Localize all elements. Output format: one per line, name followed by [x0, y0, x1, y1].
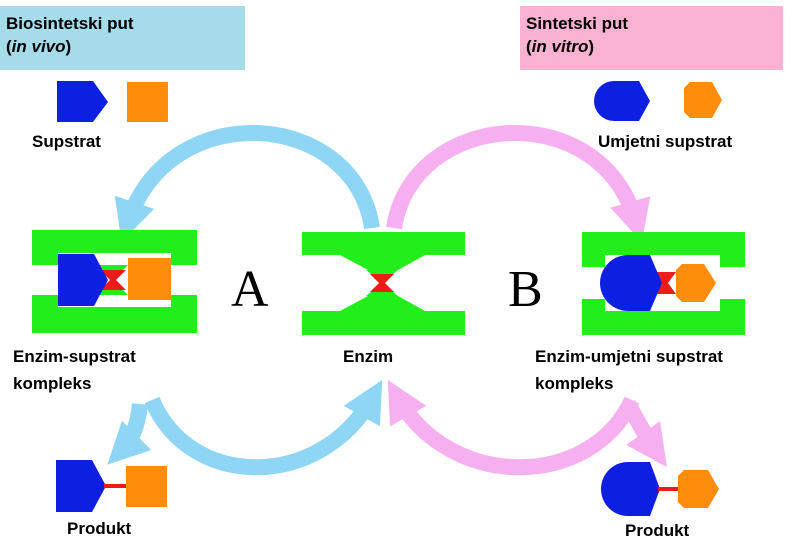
- paren-close-right: ): [588, 37, 595, 56]
- orange-square-substrate: [127, 82, 168, 122]
- paren-open-right: (: [526, 37, 532, 56]
- bond-left: [100, 270, 126, 290]
- arrow-es-complex-to-product-branch: [107, 403, 152, 465]
- orange-hexagon-bound: [676, 264, 716, 302]
- pathway-letter-a: A: [231, 261, 269, 318]
- pathway-letter-b: B: [508, 261, 543, 318]
- enzyme-side-left-a: [32, 253, 58, 265]
- bond-center: [370, 274, 394, 292]
- enzyme-side-left-b: [32, 295, 58, 307]
- substrate-shapes-left: [57, 81, 168, 122]
- arrow-enzyme-to-eas-complex: [386, 124, 651, 243]
- biosynthetic-pathway-mode: (in vivo): [6, 35, 239, 58]
- substrate-label: Supstrat: [32, 132, 101, 151]
- paren-open-left: (: [6, 37, 12, 56]
- free-enzyme: [302, 232, 465, 335]
- enzyme-side-left-c: [171, 253, 197, 265]
- es-complex-label-line2: kompleks: [13, 374, 92, 393]
- synthetic-pathway-header: Sintetski put (in vitro): [520, 6, 783, 70]
- arrow-eas-complex-to-enzyme: [387, 379, 640, 476]
- synthetic-pathway-mode: (in vitro): [526, 35, 777, 58]
- mode-text-right: in vitro: [531, 37, 589, 56]
- blue-rounded-bound: [600, 255, 662, 311]
- es-complex-label-line1: Enzim-supstrat: [13, 347, 136, 366]
- eas-complex-label-line2: kompleks: [535, 374, 614, 393]
- enzyme-substrate-complex: [32, 230, 197, 333]
- orange-hexagon-substrate: [684, 82, 722, 118]
- blue-pentagon-product: [56, 460, 106, 512]
- orange-square-bound: [128, 258, 171, 300]
- blue-pentagon-bound: [58, 254, 108, 306]
- blue-rounded-product: [601, 462, 660, 516]
- product-right-shapes: [601, 462, 719, 516]
- paren-close-left: ): [65, 37, 72, 56]
- arrow-eas-complex-to-product: [621, 400, 667, 468]
- enzyme-right-gap-right: [720, 267, 745, 299]
- eas-complex-label-line1: Enzim-umjetni supstrat: [535, 347, 723, 366]
- biosynthetic-pathway-header: Biosintetski put (in vivo): [0, 6, 245, 70]
- mode-text-left: in vivo: [11, 37, 66, 56]
- orange-square-product: [126, 466, 167, 507]
- product-right-label: Produkt: [625, 521, 690, 540]
- artificial-substrate-shapes: [594, 81, 722, 121]
- product-left-shapes: [56, 460, 167, 512]
- blue-pentagon-substrate: [57, 81, 108, 122]
- arrows: [107, 124, 667, 476]
- enzyme-center-gap-left: [302, 267, 332, 299]
- arrow-enzyme-to-es-complex: [114, 124, 380, 242]
- blue-rounded-substrate: [594, 81, 650, 121]
- enzyme-center-gap-right: [435, 267, 465, 299]
- enzyme-right-gap-left: [582, 267, 605, 299]
- arrow-es-complex-to-product: [144, 379, 383, 476]
- product-left-label: Produkt: [67, 519, 132, 538]
- biosynthetic-pathway-title: Biosintetski put: [6, 14, 134, 33]
- synthetic-pathway-title: Sintetski put: [526, 14, 629, 33]
- enzyme-side-left-d: [171, 295, 197, 307]
- orange-hexagon-product: [678, 470, 719, 508]
- enzyme-body-left: [32, 230, 197, 333]
- enzyme-label: Enzim: [343, 347, 394, 366]
- enzyme-artificial-substrate-complex: [582, 232, 745, 335]
- artificial-substrate-label: Umjetni supstrat: [598, 132, 733, 151]
